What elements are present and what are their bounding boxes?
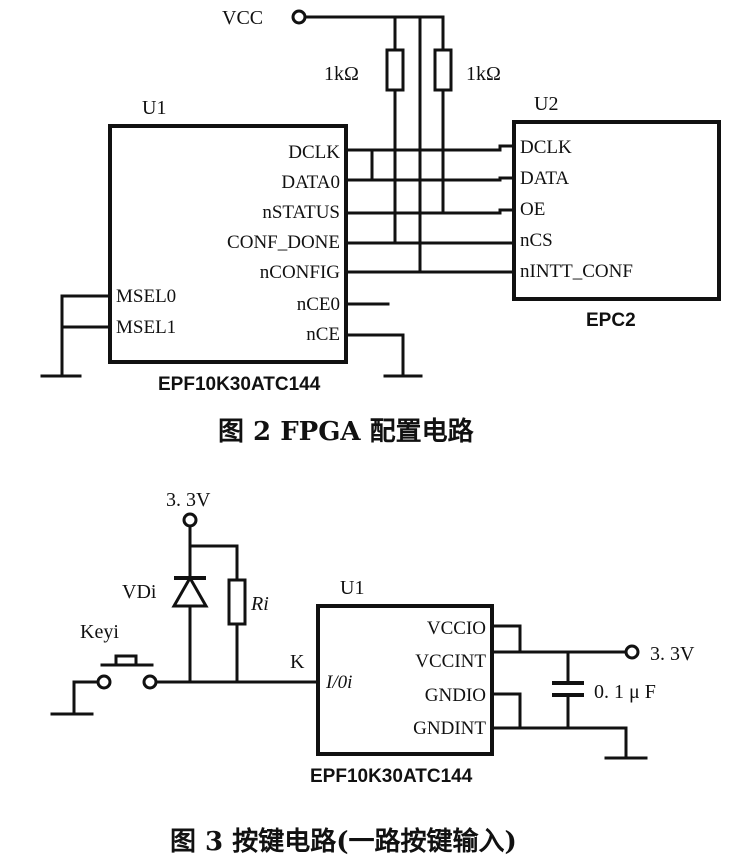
fig3-wire-gndio — [490, 692, 522, 730]
fig3-key-cap — [114, 654, 138, 667]
figure2: VCC 1kΩ 1kΩ U1 DCLK DATA0 nSTATUS CONF_D… — [40, 7, 721, 447]
fig2-vcc-terminal — [291, 9, 307, 25]
fig3-supply-top-terminal — [182, 512, 198, 528]
fig2-u1-pin-data0: DATA0 — [281, 172, 340, 193]
fig3-supply-top-label: 3. 3V — [166, 489, 211, 511]
fig2-caption: 图 2 FPGA 配置电路 — [218, 416, 475, 447]
fig3-caption: 图 3 按键电路(一路按键输入) — [170, 826, 517, 857]
fig3-diode-label: VDi — [122, 581, 157, 603]
fig2-u1-pin-nce0: nCE0 — [297, 294, 340, 315]
fig2-wire-dclk — [344, 144, 516, 152]
fig2-wire-nstatus-oe — [344, 208, 516, 215]
fig3-u1-pin-gndint: GNDINT — [413, 718, 486, 739]
fig2-u1-part: EPF10K30ATC144 — [158, 374, 321, 395]
fig2-resistor2-label: 1kΩ — [466, 63, 501, 85]
fig2-u1-pin-nce: nCE — [306, 324, 340, 345]
fig2-resistor1 — [385, 48, 405, 92]
fig3-u1-pin-io: I/0i — [325, 672, 352, 693]
fig3-wire-to-resistor — [188, 544, 239, 582]
fig3-key-contact-right — [142, 674, 158, 690]
fig2-u1-pin-nconfig: nCONFIG — [260, 262, 341, 283]
fig2-u1-pin-dclk: DCLK — [288, 142, 340, 163]
fig3-u1-part: EPF10K30ATC144 — [310, 766, 473, 787]
fig3-supply-right-terminal — [624, 644, 640, 660]
fig2-u2-pin-dclk: DCLK — [520, 137, 572, 158]
fig2-resistor1-label: 1kΩ — [324, 63, 359, 85]
figure3: 3. 3V VDi Ri Keyi K U1 I/0i VCCIO VCCINT… — [50, 489, 695, 857]
fig2-vcc-label: VCC — [222, 7, 263, 29]
fig3-wire-vccio — [490, 624, 522, 654]
fig2-u1-ref: U1 — [142, 97, 166, 119]
fig3-u1-pin-vccio: VCCIO — [427, 618, 486, 639]
fig2-u2-pin-nintt-conf: nINTT_CONF — [520, 261, 633, 282]
fig3-wire-key-ground — [72, 680, 100, 715]
fig2-u1-pin-msel0: MSEL0 — [116, 286, 176, 307]
fig2-u2-pin-oe: OE — [520, 199, 545, 220]
fig3-supply-right-label: 3. 3V — [650, 643, 695, 665]
fig2-wire-nce — [344, 333, 405, 377]
fig2-u1-chip — [108, 124, 348, 364]
fig3-u1-pin-gndio: GNDIO — [425, 685, 486, 706]
fig2-wire-msel0 — [60, 294, 112, 377]
fig3-u1-ref: U1 — [340, 577, 364, 599]
fig3-cap-label: 0. 1 μ F — [594, 681, 656, 703]
fig3-resistor-label: Ri — [250, 593, 269, 615]
fig2-u2-pin-ncs: nCS — [520, 230, 553, 251]
fig3-u1-chip — [316, 604, 494, 756]
fig3-node-label: K — [290, 651, 305, 673]
fig2-u1-pin-msel1: MSEL1 — [116, 317, 176, 338]
fig2-u2-part: EPC2 — [586, 310, 636, 331]
fig2-u2-pin-data: DATA — [520, 168, 569, 189]
fig2-u2-chip — [512, 120, 721, 301]
fig2-u1-pin-conf-done: CONF_DONE — [227, 232, 340, 253]
fig2-wire-data — [344, 176, 516, 182]
fig2-resistor2 — [433, 48, 453, 92]
fig3-u1-pin-vccint: VCCINT — [415, 651, 486, 672]
fig2-u1-pin-nstatus: nSTATUS — [262, 202, 340, 223]
fig2-u2-ref: U2 — [534, 93, 558, 115]
fig3-diode-triangle — [171, 574, 209, 608]
fig3-resistor — [227, 578, 247, 626]
fig3-key-contact-left — [96, 674, 112, 690]
fig3-key-label: Keyi — [80, 621, 119, 643]
